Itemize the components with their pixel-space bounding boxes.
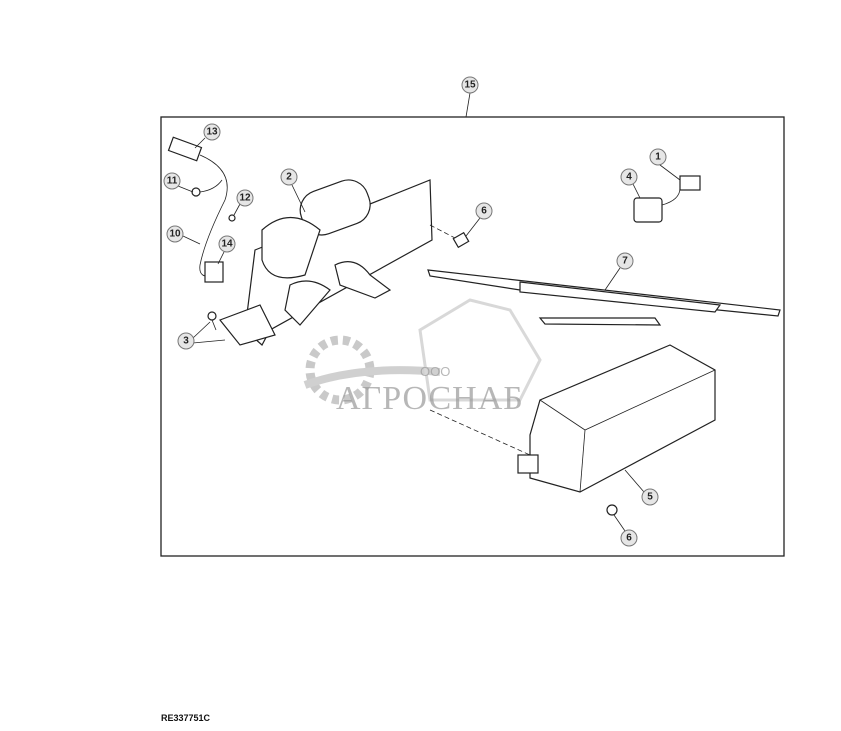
callout-15: 15 [461,76,479,94]
assembly-frame [160,116,785,557]
svg-text:2: 2 [286,172,292,183]
svg-text:13: 13 [206,127,218,138]
callout-6-lower: 6 [613,514,638,547]
svg-text:10: 10 [169,229,181,240]
motor-cover [517,344,716,493]
svg-text:7: 7 [622,256,628,267]
rocker-switch [633,175,701,223]
callout-10: 10 [166,225,201,245]
wiring-harness [167,136,228,283]
screw-12 [228,214,236,222]
wiper-motor [219,179,433,346]
svg-text:6: 6 [626,533,632,544]
watermark-prefix: ООО [420,364,451,379]
svg-text:12: 12 [239,193,251,204]
callout-7: 7 [604,252,634,291]
svg-text:6: 6 [481,206,487,217]
watermark-text: АГРОСНАБ [336,380,524,417]
callout-13: 13 [194,123,221,149]
callout-12: 12 [233,189,254,216]
svg-text:3: 3 [183,336,189,347]
svg-text:4: 4 [626,172,632,183]
svg-text:11: 11 [167,176,178,187]
reference-code: RE337751C [161,713,211,723]
callout-1: 1 [649,148,681,181]
callout-6-upper: 6 [465,202,493,237]
svg-text:15: 15 [464,80,476,91]
callout-11: 11 [163,172,194,193]
svg-text:5: 5 [647,492,653,503]
bolt-6-lower [606,504,618,516]
bolt-6-upper [452,231,470,249]
svg-text:1: 1 [655,152,661,163]
callout-5: 5 [624,469,659,506]
wiper-blade [427,269,781,326]
callout-4: 4 [620,168,641,199]
callout-14: 14 [217,235,236,265]
watermark-logo [303,298,542,405]
callout-3: 3 [177,321,226,350]
screw-3 [207,311,217,331]
svg-text:14: 14 [221,239,233,250]
callout-2: 2 [280,168,306,213]
